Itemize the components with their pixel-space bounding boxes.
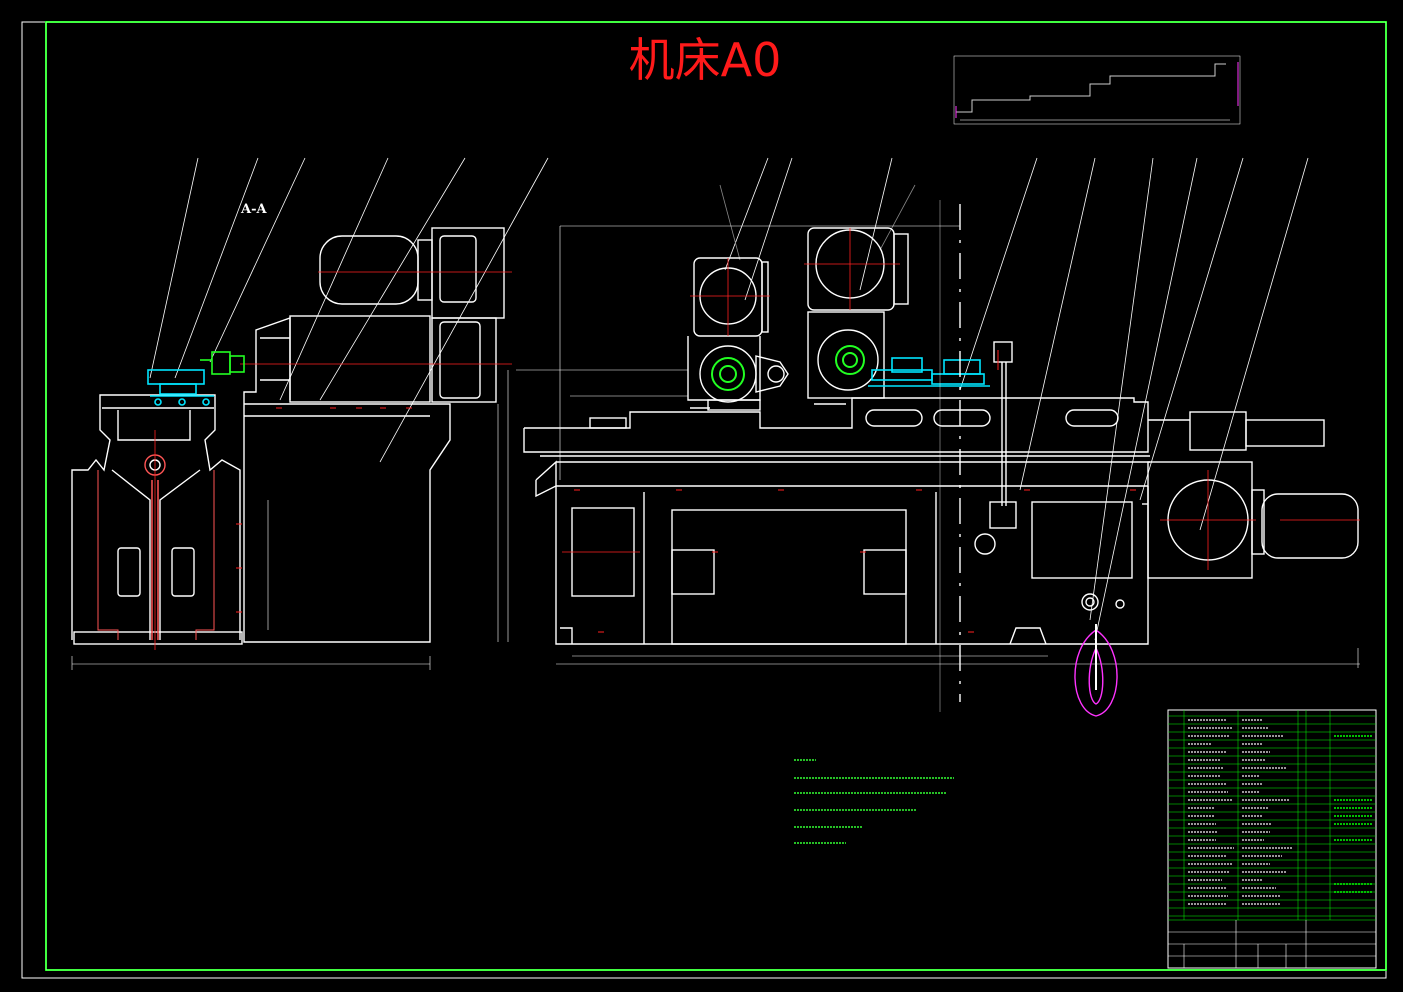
technical-notes — [794, 759, 954, 844]
main-front-view — [516, 200, 1360, 717]
process-step-diagram — [953, 55, 1241, 125]
drawing-frame — [21, 21, 1387, 979]
section-view-a-a — [71, 227, 512, 670]
red-markers — [236, 407, 1136, 633]
drawing-title: 机床A0 — [628, 33, 782, 87]
parts-list-table — [1167, 709, 1377, 969]
section-label: A-A — [241, 202, 267, 217]
part-leader-lines — [149, 157, 1309, 641]
